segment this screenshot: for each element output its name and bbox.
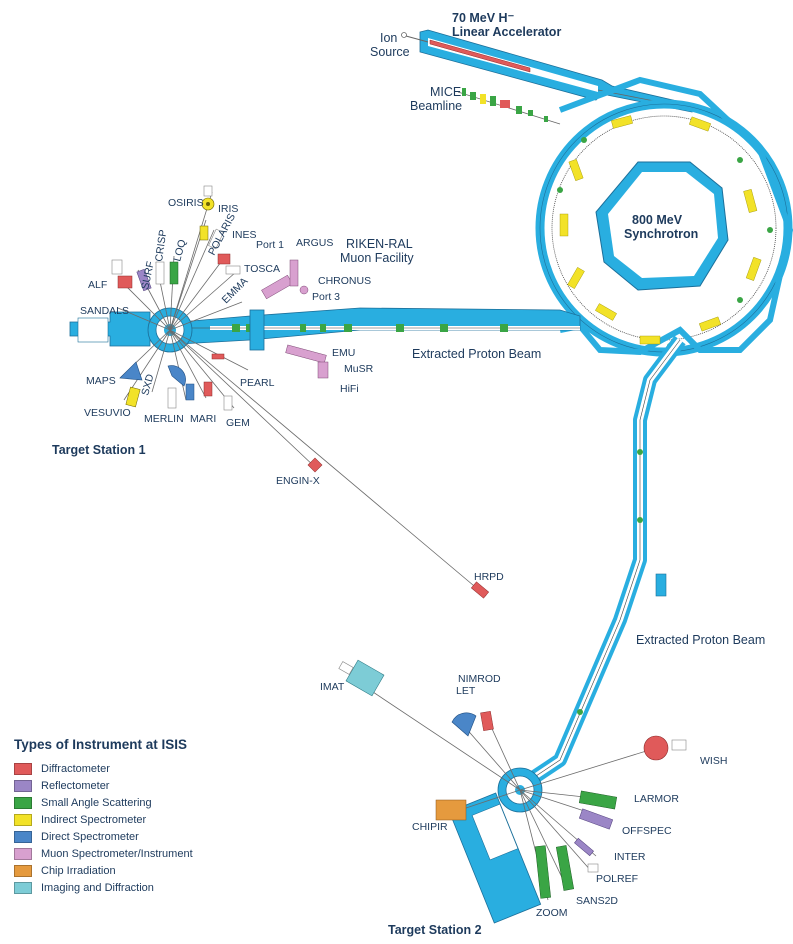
instrument-label: SANDALS <box>80 305 129 317</box>
instrument-label: NIMROD <box>458 673 501 685</box>
muon-port-label: Port 1 <box>256 239 284 251</box>
muon-port-label: CHRONUS <box>318 275 371 287</box>
legend-item: Direct Spectrometer <box>14 828 244 845</box>
instrument-label: CHIPIR <box>412 821 448 833</box>
instrument-label: ENGIN-X <box>276 475 320 487</box>
muon-port-label: HiFi <box>340 383 359 395</box>
muon-port-label: ARGUS <box>296 237 333 249</box>
legend-label: Chip Irradiation <box>41 864 116 877</box>
legend-item: Muon Spectrometer/Instrument <box>14 845 244 862</box>
muon-port-label: MuSR <box>344 363 374 375</box>
ts1-instrument-labels: OSIRIS IRIS INES POLARIS TOSCA EMMA LOQ … <box>80 197 504 583</box>
instrument-label: LOQ <box>171 238 188 263</box>
legend-item: Reflectometer <box>14 777 244 794</box>
instrument-label: GEM <box>226 417 250 429</box>
ion-source-label: Ion <box>380 31 397 45</box>
legend-swatch <box>14 762 32 775</box>
ts2-instrument-labels: IMAT LET NIMROD WISH LARMOR OFFSPEC INTE… <box>320 673 727 919</box>
legend-label: Indirect Spectrometer <box>41 813 147 826</box>
legend-label: Direct Spectrometer <box>41 830 139 843</box>
legend-item: Imaging and Diffraction <box>14 879 244 896</box>
legend-label: Diffractometer <box>41 762 110 775</box>
muon-port-label: EMU <box>332 347 355 359</box>
legend-item: Small Angle Scattering <box>14 794 244 811</box>
legend-label: Small Angle Scattering <box>41 796 152 809</box>
target-station-2-label: Target Station 2 <box>388 923 482 937</box>
extracted-beam-label-1: Extracted Proton Beam <box>412 347 541 361</box>
legend-swatch <box>14 813 32 826</box>
instrument-label: SURF <box>139 260 157 290</box>
instrument-label: EMMA <box>220 275 251 306</box>
instrument-label: POLREF <box>596 873 638 885</box>
instrument-label: LET <box>456 685 476 697</box>
mice-label-2: Beamline <box>410 99 462 113</box>
legend-label: Muon Spectrometer/Instrument <box>41 847 193 860</box>
mice-beamline <box>457 88 561 125</box>
legend-swatch <box>14 847 32 860</box>
legend-swatch <box>14 830 32 843</box>
muon-port-label: Port 3 <box>312 291 340 303</box>
instrument-label: IMAT <box>320 681 345 693</box>
instrument-label: MARI <box>190 413 216 425</box>
target-station-1-label: Target Station 1 <box>52 443 146 457</box>
legend-swatch <box>14 779 32 792</box>
linac-label: 70 MeV H⁻ <box>452 11 515 25</box>
ts1-beamline <box>179 307 581 351</box>
legend-swatch <box>14 864 32 877</box>
instrument-label: OSIRIS <box>168 197 204 209</box>
instrument-label: WISH <box>700 755 727 767</box>
legend-title: Types of Instrument at ISIS <box>14 737 188 752</box>
legend-item: Indirect Spectrometer <box>14 811 244 828</box>
legend-label: Imaging and Diffraction <box>41 881 154 894</box>
synchrotron-label: 800 MeV <box>632 213 683 227</box>
ts2-beamline <box>526 335 686 786</box>
legend-item: Diffractometer <box>14 760 244 777</box>
instrument-label: INES <box>232 229 257 241</box>
muon-labels: Port 1 ARGUS CHRONUS Port 3 EMU MuSR HiF… <box>256 237 374 395</box>
target-station-1 <box>69 185 490 599</box>
legend-item: Chip Irradiation <box>14 862 244 879</box>
legend-label: Reflectometer <box>41 779 110 792</box>
instrument-label: HRPD <box>474 571 504 583</box>
instrument-label: TOSCA <box>244 263 280 275</box>
instrument-label: ALF <box>88 279 107 291</box>
legend-swatch <box>14 796 32 809</box>
instrument-label: LARMOR <box>634 793 679 805</box>
instrument-type-legend: Types of Instrument at ISIS Diffractomet… <box>14 737 244 896</box>
target-station-2 <box>338 659 687 924</box>
linac <box>401 29 693 113</box>
instrument-label: ZOOM <box>536 907 568 919</box>
linac-label-2: Linear Accelerator <box>452 25 561 39</box>
instrument-label: PEARL <box>240 377 275 389</box>
instrument-label: VESUVIO <box>84 407 131 419</box>
riken-label-2: Muon Facility <box>340 251 414 265</box>
riken-label: RIKEN-RAL <box>346 237 413 251</box>
instrument-label: SXD <box>139 372 156 396</box>
instrument-label: INTER <box>614 851 646 863</box>
facility-labels: 70 MeV H⁻ Linear Accelerator Ion Source … <box>52 11 765 937</box>
instrument-label: CRISP <box>153 229 169 262</box>
ion-source-label-2: Source <box>370 45 410 59</box>
legend-swatch <box>14 881 32 894</box>
instrument-label: SANS2D <box>576 895 618 907</box>
instrument-label: IRIS <box>218 203 238 215</box>
extracted-beam-label-2: Extracted Proton Beam <box>636 633 765 647</box>
synchrotron-label-2: Synchrotron <box>624 227 698 241</box>
instrument-label: MAPS <box>86 375 116 387</box>
instrument-label: MERLIN <box>144 413 184 425</box>
mice-label: MICE <box>430 85 461 99</box>
synchrotron <box>535 76 793 357</box>
instrument-label: OFFSPEC <box>622 825 672 837</box>
